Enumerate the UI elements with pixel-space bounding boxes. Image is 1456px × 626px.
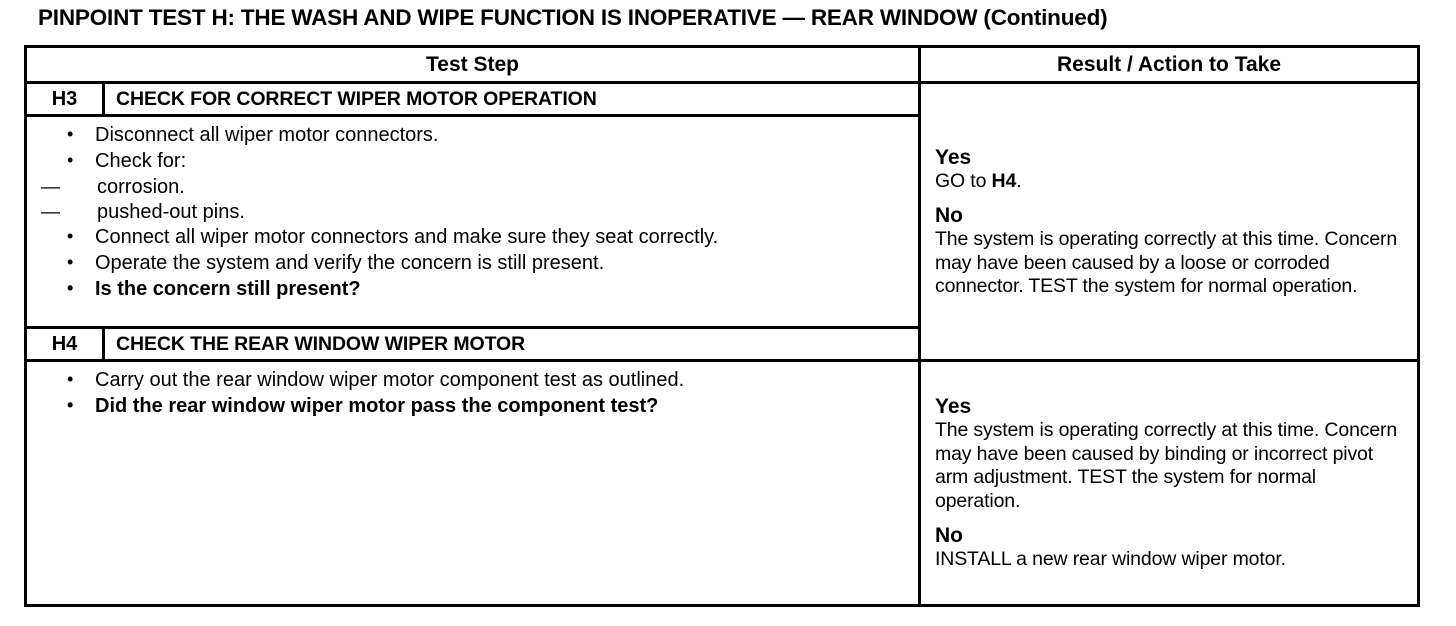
result-label-yes-h3: Yes <box>935 145 972 169</box>
test-step-header-h4: H4 CHECK THE REAR WINDOW WIPER MOTOR <box>27 329 918 362</box>
list-item: pushed-out pins. <box>41 200 908 225</box>
test-step-body-h3: Disconnect all wiper motor connectors. C… <box>27 117 918 326</box>
test-step-title-h4: CHECK THE REAR WINDOW WIPER MOTOR <box>116 332 526 355</box>
test-step-list-h3-cont: Connect all wiper motor connectors and m… <box>41 224 908 302</box>
result-label-yes-h4: Yes <box>935 395 972 419</box>
test-step-list-h4: Carry out the rear window wiper motor co… <box>41 367 908 419</box>
list-item: Disconnect all wiper motor connectors. <box>41 122 908 148</box>
result-text-yes-h4: The system is operating correctly at thi… <box>935 419 1398 512</box>
test-step-column: H3 CHECK FOR CORRECT WIPER MOTOR OPERATI… <box>27 84 921 604</box>
pinpoint-test-table: Test Step Result / Action to Take H3 CHE… <box>24 45 1420 607</box>
list-item: Connect all wiper motor connectors and m… <box>41 224 908 250</box>
test-step-block-h4: H4 CHECK THE REAR WINDOW WIPER MOTOR Car… <box>27 329 918 604</box>
result-text-yes-h3: GO to H4. <box>935 170 1403 194</box>
table-body: H3 CHECK FOR CORRECT WIPER MOTOR OPERATI… <box>27 84 1417 604</box>
result-block-h3: Yes GO to H4. No The system is operating… <box>921 84 1417 362</box>
test-step-title-h3: CHECK FOR CORRECT WIPER MOTOR OPERATION <box>116 87 597 110</box>
column-header-result-action: Result / Action to Take <box>1056 52 1282 76</box>
list-item: corrosion. <box>41 175 908 200</box>
result-label-no-h3: No <box>935 204 963 227</box>
result-text-yes-h3-target: H4 <box>991 169 1017 192</box>
result-block-h4: Yes The system is operating correctly at… <box>921 362 1417 604</box>
list-item-question: Did the rear window wiper motor pass the… <box>41 393 908 419</box>
test-step-block-h3: H3 CHECK FOR CORRECT WIPER MOTOR OPERATI… <box>27 84 918 329</box>
result-action-column: Yes GO to H4. No The system is operating… <box>921 84 1417 604</box>
result-text-yes-h3-pre: GO to <box>935 169 992 192</box>
page-title: PINPOINT TEST H: THE WASH AND WIPE FUNCT… <box>38 5 1108 30</box>
table-header-row: Test Step Result / Action to Take <box>27 48 1417 84</box>
list-item-question: Is the concern still present? <box>41 276 908 302</box>
result-text-yes-h3-post: . <box>1016 169 1022 192</box>
result-text-no-h3: The system is operating correctly at thi… <box>935 228 1398 297</box>
column-header-test-step: Test Step <box>27 48 921 81</box>
test-step-list-h3: Disconnect all wiper motor connectors. C… <box>41 122 908 174</box>
result-label-no-h4: No <box>935 524 963 548</box>
test-step-id-h4: H4 <box>27 329 105 359</box>
list-item: Carry out the rear window wiper motor co… <box>41 367 908 393</box>
test-step-body-h4: Carry out the rear window wiper motor co… <box>27 362 918 604</box>
result-text-no-h4: INSTALL a new rear window wiper motor. <box>935 548 1286 571</box>
test-step-sublist-h3: corrosion. pushed-out pins. <box>41 175 908 225</box>
list-item: Check for: <box>41 148 908 174</box>
test-step-id-h3: H3 <box>27 84 105 114</box>
list-item: Operate the system and verify the concer… <box>41 250 908 276</box>
test-step-header-h3: H3 CHECK FOR CORRECT WIPER MOTOR OPERATI… <box>27 84 918 117</box>
